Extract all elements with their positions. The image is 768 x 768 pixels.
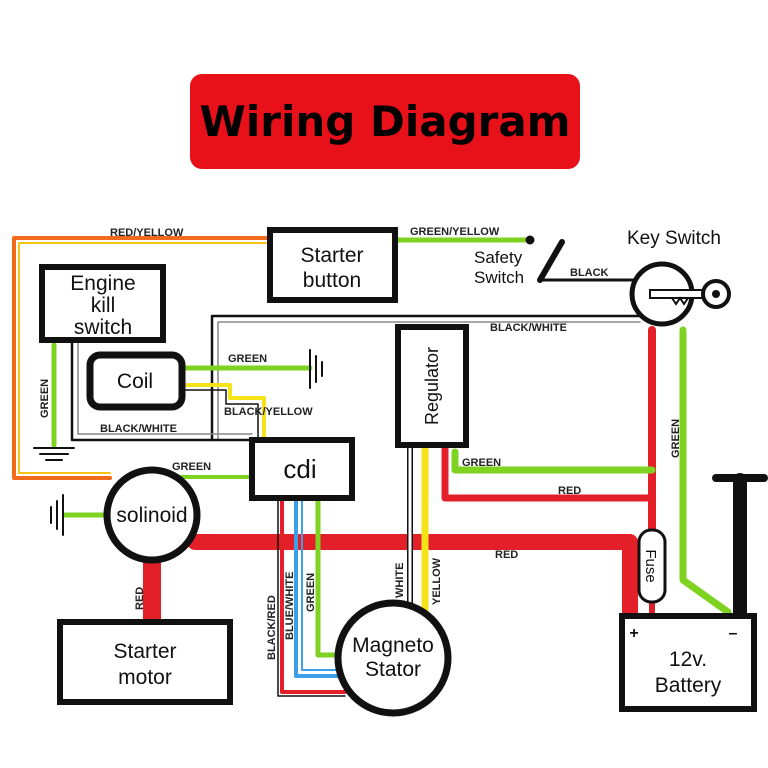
ground-symbols [33,349,323,536]
safety-switch-label-2: Switch [474,268,524,287]
engine-kill-label-3: switch [74,316,132,339]
wire-black-red-edge [277,499,346,697]
solinoid-label: solinoid [116,504,187,527]
battery-label-1: 12v. [669,648,707,671]
ground-icon [33,447,75,461]
wires [12,236,768,697]
engine-kill-switch-box [39,264,166,343]
label-black-red-vertical: BLACK/RED [266,595,278,660]
ground-icon [50,494,64,536]
magneto-stator-circle [334,599,452,717]
wire-green-regulator [451,448,656,474]
cdi-box [249,437,355,501]
wire-red-yellow [12,236,272,480]
starter-motor-box [57,619,233,705]
page-title: Wiring Diagram [199,97,571,146]
component-labels: Starter button Engine kill switch Coil c… [70,228,737,697]
safety-switch-icon [525,235,565,283]
label-green-stator-vertical: GREEN [305,573,317,612]
label-green-left-vertical: GREEN [39,379,51,418]
label-green-regulator: GREEN [462,457,501,469]
label-blue-white-vertical: BLUE/WHITE [284,572,296,640]
regulator-box [395,324,469,448]
coil-label: Coil [117,370,153,393]
wire-labels: RED/YELLOW GREEN/YELLOW BLACK BLACK/WHIT… [39,226,682,660]
magneto-label-2: Stator [365,658,421,681]
engine-kill-label-1: Engine [70,272,135,295]
starter-motor-label-2: motor [118,666,172,689]
title-banner: Wiring Diagram [190,74,580,169]
wire-red-main [187,534,638,620]
wire-blue-white [294,498,342,678]
components [39,227,757,717]
battery-box [619,613,757,712]
starter-motor-label-1: Starter [113,640,176,663]
wire-black-yellow-edge [184,389,259,441]
label-black-top: BLACK [570,267,609,279]
label-red-starter: RED [134,587,146,610]
label-green-yellow: GREEN/YELLOW [410,226,500,238]
wire-black-white-left-inner [77,339,253,435]
fuse-box [637,528,667,604]
label-red-main: RED [495,549,518,561]
cdi-label: cdi [283,454,316,484]
key-switch-label: Key Switch [627,228,721,249]
battery-minus-label: – [729,625,738,642]
starter-button-label-2: button [303,269,361,292]
ground-icon [309,349,323,389]
wire-black-red [280,498,347,694]
wire-black-white-left [70,338,254,442]
label-green-coil: GREEN [228,353,267,365]
label-black-yellow: BLACK/YELLOW [224,406,313,418]
label-black-white-top: BLACK/WHITE [490,322,567,334]
key-icon [629,261,731,327]
wire-black-yellow [183,383,266,442]
magneto-label-1: Magneto [352,634,434,657]
label-red-yellow: RED/YELLOW [110,227,184,239]
wire-green-stator [315,497,343,658]
regulator-label: Regulator [422,347,442,425]
safety-switch-label-1: Safety [474,248,523,267]
wire-green-right [679,326,732,616]
wire-red-regulator [441,436,656,502]
battery-plus-label: + [629,625,638,642]
battery-label-2: Battery [655,674,722,697]
wire-red-yellow-inner [18,242,271,474]
solinoid-circle [103,466,201,564]
label-white-vertical: WHITE [394,563,406,598]
wire-black-white-top-inner [217,321,641,441]
fuse-label: Fuse [642,549,659,582]
label-yellow-vertical: YELLOW [431,557,443,605]
label-green-solinoid: GREEN [172,461,211,473]
starter-button-label-1: Starter [300,244,363,267]
starter-button-box [267,227,398,303]
wire-blue-white-2 [301,499,341,671]
label-black-white-left: BLACK/WHITE [100,423,177,435]
coil-box [86,351,186,411]
label-red-regulator: RED [558,485,581,497]
engine-kill-label-2: kill [91,294,116,317]
label-green-right-vertical: GREEN [670,419,682,458]
wire-black-white-top [210,314,642,442]
